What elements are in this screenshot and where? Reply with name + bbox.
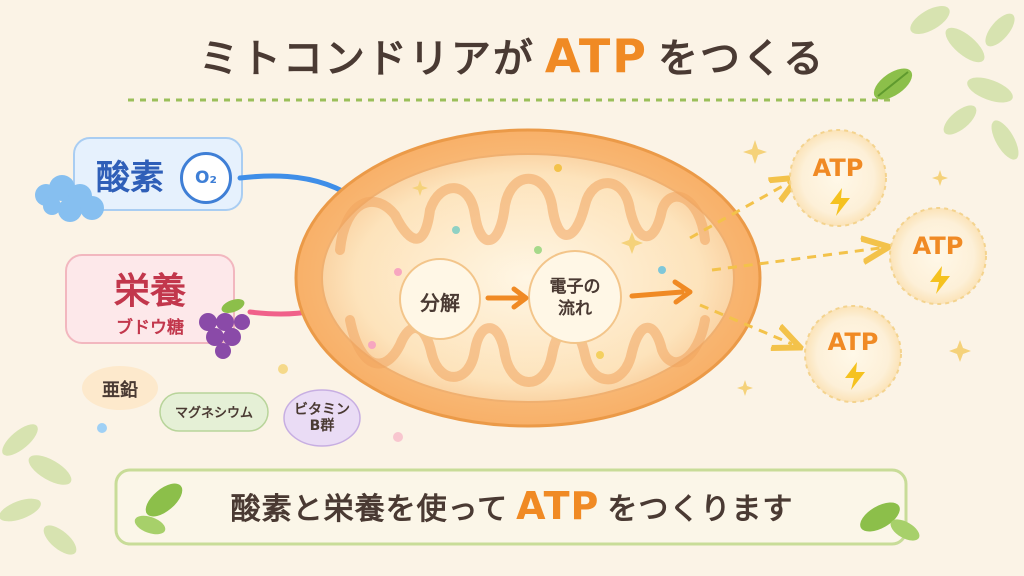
decompose-node [399, 258, 481, 340]
vitamin-b-line2: B群 [309, 418, 335, 434]
oxygen-label: 酸素 [96, 158, 164, 198]
atp-ray-1 [689, 182, 790, 240]
glucose-label: ブドウ糖 [116, 318, 184, 338]
lightning-bolt-icon [845, 362, 865, 390]
nutrition-label: 栄養 [113, 271, 186, 312]
cloud-icon [35, 175, 104, 222]
zinc-blob [82, 366, 158, 410]
vitamin-b-line1: ビタミン [294, 402, 350, 418]
atp-circle-2 [889, 207, 987, 305]
vitamin-b-blob [283, 389, 361, 447]
magnesium-blob [159, 392, 269, 432]
title-before: ミトコンドリアが [198, 36, 535, 82]
atp-ray-2 [711, 248, 880, 272]
bottom-left-leaf-icon [134, 483, 183, 535]
magnesium-label: マグネシウム [174, 406, 253, 421]
bottom-banner [114, 468, 908, 546]
bottom-before: 酸素と栄養を使って [230, 492, 509, 527]
bottom-after: をつくります [607, 492, 794, 527]
atp-circle-3 [804, 305, 902, 403]
electron-flow-label: 電子の 流れ [529, 276, 621, 320]
atp-label-3: ATP [827, 328, 879, 356]
grape-icon [199, 299, 250, 359]
atp-label-1: ATP [812, 154, 864, 182]
lightning-bolt-icon [930, 266, 950, 294]
electron-flow-line2: 流れ [558, 299, 592, 319]
o2-molecule-badge: O₂ [180, 152, 232, 204]
nutrition-card [65, 254, 235, 344]
mitochondrion [294, 128, 762, 428]
sparkle-icon [412, 140, 971, 396]
bottom-right-leaf-icon [860, 502, 920, 541]
leaf-branch-top-right-icon [910, 6, 1019, 160]
vitamin-b-label: ビタミン B群 [290, 402, 354, 434]
electron-flow-node [528, 250, 622, 344]
atp-label-2: ATP [912, 232, 964, 260]
lightning-bolt-icon [830, 188, 850, 216]
zinc-label: 亜鉛 [102, 380, 138, 401]
title-highlight: ATP [544, 29, 648, 83]
atp-circle-1 [789, 129, 887, 227]
output-arrow-icon [629, 289, 685, 299]
title-after: をつくる [657, 36, 826, 82]
electron-flow-line1: 電子の [549, 277, 601, 297]
atp-ray-3 [699, 303, 792, 344]
bottom-highlight: ATP [516, 484, 600, 528]
decompose-label: 分解 [420, 291, 460, 315]
leaf-branch-bottom-left-icon [0, 424, 77, 555]
title-leaf-icon [873, 68, 913, 100]
